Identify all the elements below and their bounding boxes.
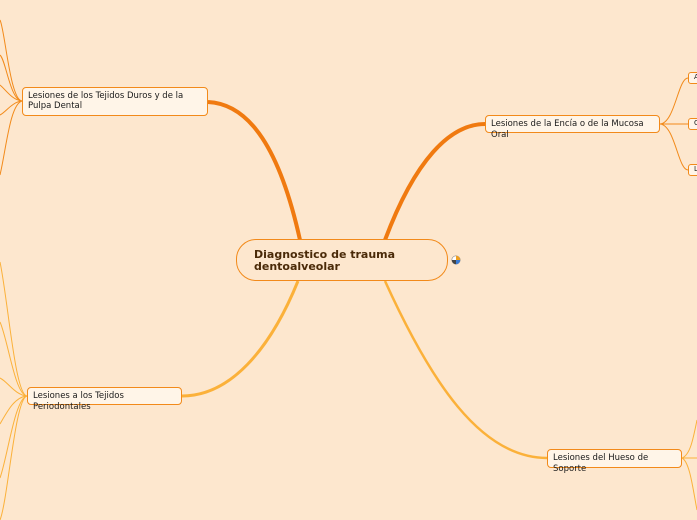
subtopic-stub-label: C bbox=[694, 119, 697, 127]
topic-encia[interactable]: Lesiones de la Encía o de la Mucosa Oral bbox=[485, 115, 660, 140]
subtopic-stub[interactable]: A bbox=[688, 72, 697, 84]
topic-hueso[interactable]: Lesiones del Hueso de Soporte bbox=[547, 449, 682, 474]
topic-periodontales[interactable]: Lesiones a los Tejidos Periodontales bbox=[27, 387, 182, 412]
branch-line-hueso bbox=[383, 280, 548, 460]
topic-duros[interactable]: Lesiones de los Tejidos Duros y de la Pu… bbox=[22, 87, 208, 116]
periodontales-subbranches bbox=[0, 261, 28, 520]
subtopic-stub-label: A bbox=[694, 73, 697, 81]
branch-line-encia bbox=[383, 122, 486, 241]
subtopic-stub[interactable]: L bbox=[688, 164, 697, 176]
duros-subbranches bbox=[0, 19, 23, 176]
root-title: Diagnostico de trauma dentoalveolar bbox=[254, 248, 396, 273]
encia-subbranches bbox=[659, 77, 689, 171]
topic-duros-label: Lesiones de los Tejidos Duros y de la Pu… bbox=[28, 91, 184, 111]
root-topic[interactable]: Diagnostico de trauma dentoalveolar bbox=[236, 239, 448, 281]
sticker-icon[interactable] bbox=[451, 255, 461, 265]
branch-line-periodontales bbox=[181, 280, 300, 398]
branch-line-duros bbox=[207, 100, 302, 241]
hueso-subbranches bbox=[681, 419, 697, 511]
topic-encia-label: Lesiones de la Encía o de la Mucosa Oral bbox=[491, 119, 644, 140]
subtopic-stub-label: L bbox=[694, 165, 697, 173]
subtopic-stub[interactable]: C bbox=[688, 118, 697, 130]
topic-hueso-label: Lesiones del Hueso de Soporte bbox=[553, 453, 649, 474]
topic-periodontales-label: Lesiones a los Tejidos Periodontales bbox=[33, 391, 124, 412]
